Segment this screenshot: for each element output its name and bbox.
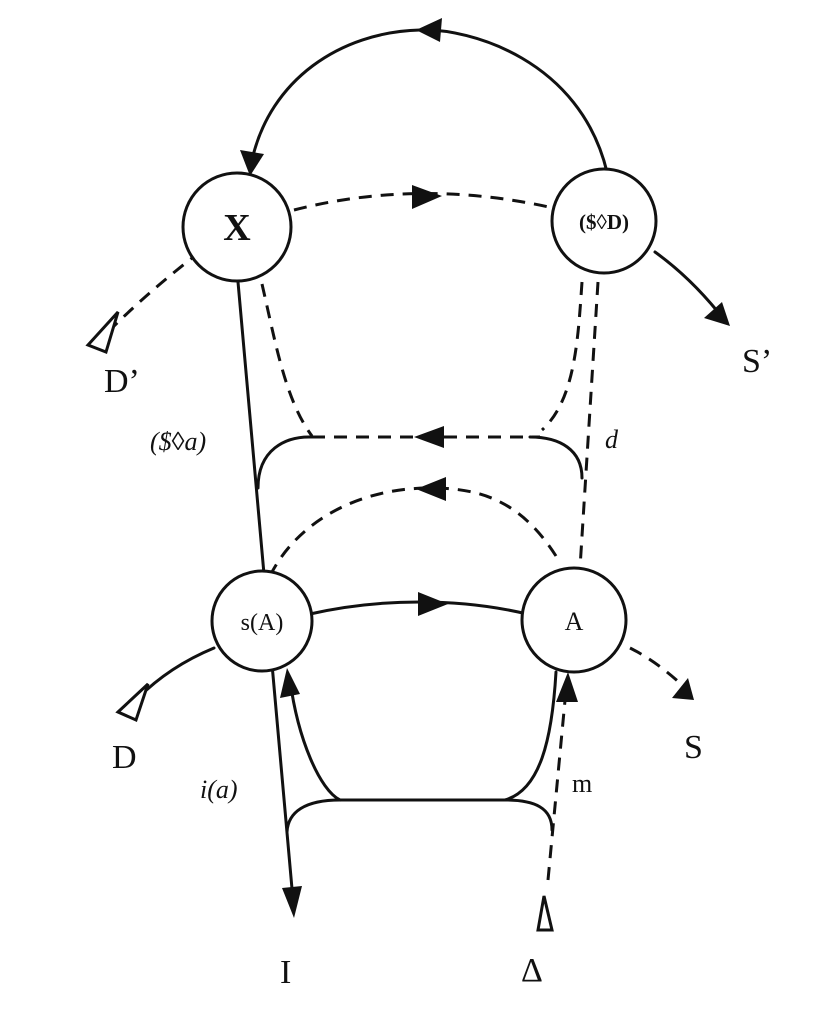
dashed-d-prime-to-x (106, 253, 197, 334)
node-barred-s-d-circle (550, 167, 658, 275)
arrowhead-s-prime (704, 302, 730, 326)
label-d-prime: D’ (104, 363, 140, 400)
label-i-a: i(a) (200, 775, 238, 804)
arrowhead-into-sa (280, 668, 300, 698)
label-m: m (572, 769, 592, 798)
node-a-label: A (565, 607, 584, 636)
hollow-triangle-d (115, 682, 150, 723)
arrowhead-i (282, 886, 302, 918)
dashed-a-to-s (629, 646, 684, 687)
node-x-circle (181, 171, 293, 283)
arrowhead-top-arc (416, 18, 442, 42)
node-s-a-circle (210, 569, 314, 673)
node-x-label: X (223, 207, 250, 249)
bracket-upper-right (528, 435, 584, 480)
label-i: I (280, 954, 291, 991)
bracket-upper-left (256, 435, 314, 490)
hollow-triangle-d-prime (85, 310, 120, 354)
lower-arc-to-a (503, 670, 558, 802)
label-s-prime: S’ (742, 343, 772, 380)
edge-sd-to-s-prime (653, 250, 720, 314)
dashed-x-down (260, 283, 314, 437)
dashed-m-to-a (546, 689, 568, 881)
lower-arc-to-sa (288, 678, 342, 802)
node-s-a-label: s(A) (241, 610, 284, 636)
node-a-circle (520, 566, 628, 674)
arrowhead-into-x (240, 150, 264, 176)
arrowhead-dashed-upper (414, 426, 444, 448)
label-s: S (684, 729, 703, 766)
label-delta: Δ (521, 952, 543, 989)
node-barred-s-d-label: ($◊D) (579, 210, 629, 234)
dashed-sd-down-left (540, 281, 584, 432)
arrowhead-dashed-lower (416, 477, 446, 501)
arrowhead-dashed-top (412, 185, 442, 209)
lower-bracket (285, 798, 554, 834)
label-d-small: d (605, 425, 619, 454)
dashed-arc-a-to-sa (270, 486, 558, 573)
arc-top (250, 28, 609, 174)
hollow-triangle-delta (536, 895, 554, 932)
arrowhead-s (672, 678, 694, 700)
label-barred-s-a: ($◊a) (150, 427, 206, 456)
label-d: D (112, 739, 137, 776)
arrowhead-sa-to-a (418, 592, 448, 616)
edge-d-to-sa (136, 646, 216, 700)
dashed-sd-down-right (578, 281, 600, 569)
arrowhead-m-to-a (556, 672, 578, 702)
